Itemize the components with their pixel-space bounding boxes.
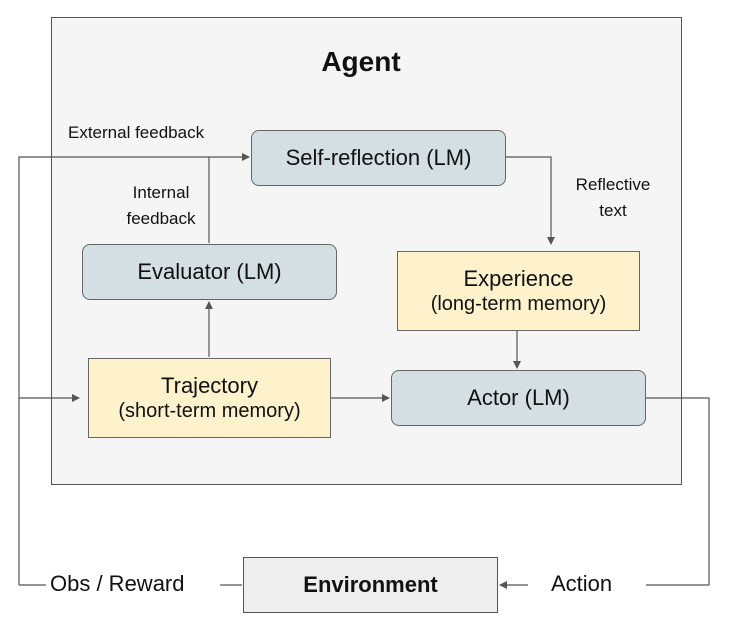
internal-feedback-line-1: Internal: [132, 183, 190, 202]
action-label: Action: [547, 571, 617, 597]
internal-feedback-label: Internal feedback: [118, 180, 204, 233]
edge-external-feedback: [18, 157, 249, 586]
internal-feedback-line-2: feedback: [126, 209, 196, 229]
environment-label: Environment: [303, 572, 438, 597]
evaluator-node: Evaluator (LM): [82, 244, 337, 300]
experience-subtitle: (long-term memory): [430, 293, 607, 316]
obs-reward-label: Obs / Reward: [46, 571, 189, 597]
self-reflection-label: Self-reflection (LM): [285, 145, 472, 170]
actor-label: Actor (LM): [467, 385, 570, 410]
experience-node: Experience (long-term memory): [397, 251, 640, 331]
reflective-text-line-2: text: [599, 201, 627, 221]
self-reflection-node: Self-reflection (LM): [251, 130, 506, 186]
evaluator-label: Evaluator (LM): [137, 259, 282, 284]
reflective-text-line-1: Reflective: [575, 175, 651, 194]
edge-reflection-to-experience: [505, 156, 555, 245]
trajectory-subtitle: (short-term memory): [118, 400, 301, 423]
experience-title: Experience: [463, 265, 574, 291]
actor-node: Actor (LM): [391, 370, 646, 426]
trajectory-node: Trajectory (short-term memory): [88, 358, 331, 438]
trajectory-title: Trajectory: [161, 372, 258, 398]
reflective-text-label: Reflective text: [566, 172, 660, 225]
environment-node: Environment: [243, 557, 498, 613]
edge-actor-to-action: [645, 397, 710, 586]
external-feedback-label: External feedback: [68, 123, 205, 142]
agent-title: Agent: [321, 46, 401, 77]
